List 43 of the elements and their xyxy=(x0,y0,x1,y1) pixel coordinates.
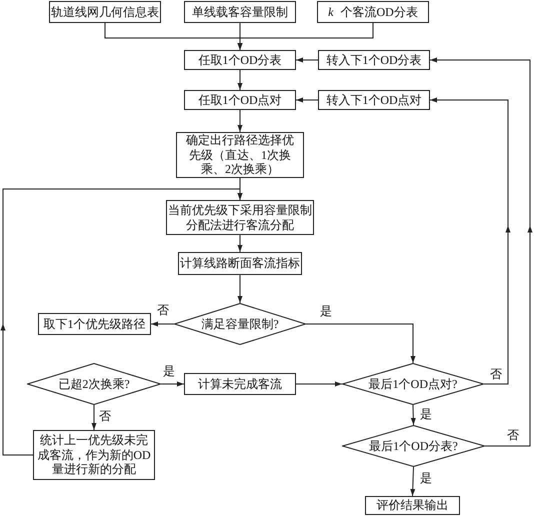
process-box: 当前优先级下采用容量限制分配法进行客流分配 xyxy=(166,200,314,235)
edge-label: 是 xyxy=(419,408,433,420)
process-box: 任取1个OD分表 xyxy=(184,50,296,70)
arrow xyxy=(238,234,242,252)
process-box: 单线载客容量限制 xyxy=(184,1,296,23)
process-box: 评价结果输出 xyxy=(365,496,460,515)
process-box: 取下1个优先级路径 xyxy=(38,313,151,335)
process-box: k 个客流OD分表 xyxy=(317,1,429,23)
decision-diamond: 已超2次换乘? xyxy=(27,363,161,405)
edge-label: 否 xyxy=(156,304,170,316)
process-box: 计算线路断面客流指标 xyxy=(178,252,302,275)
arrow xyxy=(0,188,242,456)
edge-label: 是 xyxy=(419,472,433,484)
process-box: 统计上一优先级未完成客流，作为新的OD量进行新的分配 xyxy=(33,430,155,480)
arrow xyxy=(238,110,242,132)
edge-label: 否 xyxy=(98,410,112,422)
arrow xyxy=(410,466,416,496)
process-box: 轨道线网几何信息表 xyxy=(49,1,161,23)
arrow xyxy=(238,70,242,90)
arrow xyxy=(150,322,174,326)
decision-diamond: 最后1个OD点对? xyxy=(342,363,484,405)
decision-diamond: 满足容量限制? xyxy=(174,303,306,345)
arrow xyxy=(160,382,184,386)
process-box: 转入下1个OD点对 xyxy=(318,90,430,110)
process-box: 确定出行路径选择优先级（直达、1次换乘、2次换乘） xyxy=(176,132,304,178)
process-box: 任取1个OD点对 xyxy=(184,90,296,110)
arrow xyxy=(296,58,318,62)
decision-diamond: 最后1个OD分表? xyxy=(342,425,485,467)
arrow xyxy=(296,382,342,386)
arrow xyxy=(238,274,242,304)
arrow xyxy=(410,404,416,426)
edge-label: 是 xyxy=(319,305,333,317)
edge-label: 否 xyxy=(506,429,520,441)
arrow xyxy=(238,22,374,50)
arrow xyxy=(296,98,318,102)
arrow xyxy=(92,404,96,430)
arrow xyxy=(306,324,416,364)
arrow xyxy=(430,98,510,384)
process-box: 计算未完成客流 xyxy=(184,373,296,395)
arrow xyxy=(430,58,532,446)
process-box: 转入下1个OD分表 xyxy=(318,50,430,70)
edge-label: 否 xyxy=(489,368,503,380)
edge-label: 是 xyxy=(162,365,176,377)
